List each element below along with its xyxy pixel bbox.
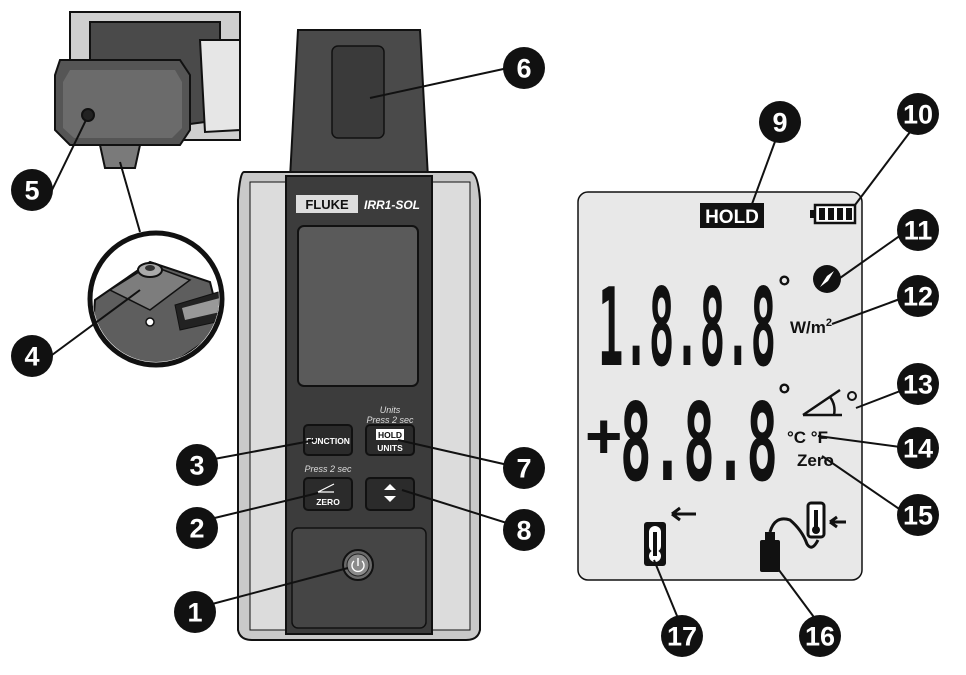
hold-button-label: HOLD: [378, 430, 402, 440]
zero-indicator: Zero: [797, 451, 834, 470]
callout-15: 15: [897, 494, 939, 536]
internal-thermometer-icon: [644, 506, 696, 566]
sensor-port-icon: [81, 108, 95, 122]
device-display: [297, 225, 419, 387]
down-arrow-icon: [384, 496, 396, 502]
callout-number: 15: [903, 501, 933, 531]
secondary-sign: +: [585, 400, 622, 472]
callout-4: 4: [11, 335, 53, 377]
callout-number: 3: [189, 451, 204, 481]
temperature-unit: °C °F: [787, 428, 828, 447]
units-hint-line1: Units: [380, 405, 401, 415]
callout-number: 1: [187, 598, 202, 628]
sensor-detail-inset: [87, 230, 225, 368]
model-label: IRR1-SOL: [364, 198, 420, 212]
up-arrow-icon: [384, 484, 396, 490]
callout-number: 12: [903, 282, 933, 312]
units-button-label: UNITS: [377, 443, 403, 453]
callout-17: 17: [661, 615, 703, 657]
compass-icon: [813, 265, 841, 293]
callout-number: 7: [516, 454, 531, 484]
function-button-label: FUNCTION: [306, 436, 350, 446]
callout-number: 4: [24, 342, 39, 372]
callout-number: 9: [772, 108, 787, 138]
brand-label: FLUKE IRR1-SOL: [296, 195, 420, 213]
zero-button[interactable]: ZERO: [303, 477, 353, 511]
irradiance-unit: W/m2: [790, 317, 832, 337]
callout-number: 17: [667, 622, 697, 652]
callout-7: 7: [503, 447, 545, 489]
callout-1: 1: [174, 591, 216, 633]
zero-hint: Press 2 sec: [304, 464, 352, 474]
callout-13: 13: [897, 363, 939, 405]
power-button[interactable]: [342, 549, 374, 581]
sensor-head-illustration: [54, 11, 241, 169]
secondary-degree: °: [778, 377, 791, 413]
callout-10: 10: [897, 93, 939, 135]
callout-9: 9: [759, 101, 801, 143]
callout-number: 5: [24, 176, 39, 206]
hold-indicator-bg: [700, 203, 764, 228]
battery-icon: [810, 203, 857, 225]
callout-16: 16: [799, 615, 841, 657]
zero-button-label: ZERO: [316, 497, 340, 507]
callout-number: 16: [805, 622, 835, 652]
sensor-window: [331, 45, 385, 139]
brand-logo: FLUKE: [305, 197, 349, 212]
callout-14: 14: [897, 427, 939, 469]
callout-5: 5: [11, 169, 53, 211]
secondary-reading: 8.8.8: [620, 381, 778, 506]
callout-6: 6: [503, 47, 545, 89]
hold-indicator: HOLD: [705, 207, 759, 228]
callout-3: 3: [176, 444, 218, 486]
callout-12: 12: [897, 275, 939, 317]
callout-number: 6: [516, 54, 531, 84]
power-icon: [351, 558, 365, 573]
lcd-panel: [577, 191, 863, 581]
callout-2: 2: [176, 507, 218, 549]
callout-number: 2: [189, 514, 204, 544]
primary-degree: °: [778, 269, 791, 305]
function-button[interactable]: FUNCTION: [303, 424, 353, 456]
tilt-angle-icon: [317, 483, 335, 493]
callout-number: 13: [903, 370, 933, 400]
callout-number: 8: [516, 516, 531, 546]
hold-units-button[interactable]: HOLD UNITS: [365, 424, 415, 456]
tilt-angle-lcd-icon: [802, 388, 857, 417]
external-probe-icon: [760, 501, 846, 572]
callout-8: 8: [503, 509, 545, 551]
callout-number: 10: [903, 100, 933, 130]
callout-number: 14: [903, 434, 933, 464]
callout-number: 11: [904, 216, 933, 246]
primary-reading: 1.8.8.8: [598, 266, 776, 391]
callout-11: 11: [897, 209, 939, 251]
up-down-button[interactable]: [365, 477, 415, 511]
units-hint-line2: Press 2 sec: [366, 415, 414, 425]
